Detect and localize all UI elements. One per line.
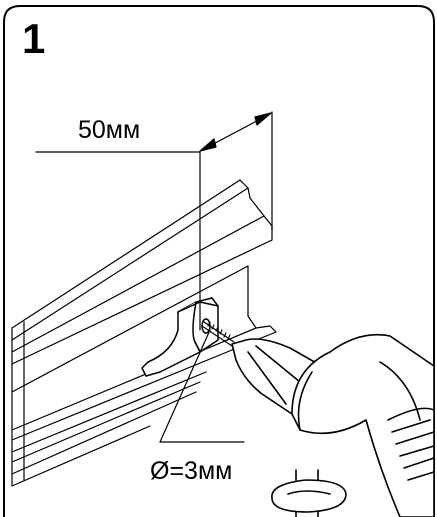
step-number: 1 [22,15,46,62]
mounting-clip [141,297,219,377]
dimension-label: 50мм [78,116,141,144]
screw [201,321,235,347]
hole-diameter-label: Ø=3мм [150,457,233,485]
hole-leader [159,329,245,443]
rail-profile [11,179,277,487]
panel-border [3,5,435,517]
dimension-50mm [35,111,273,331]
power-drill [231,333,435,517]
